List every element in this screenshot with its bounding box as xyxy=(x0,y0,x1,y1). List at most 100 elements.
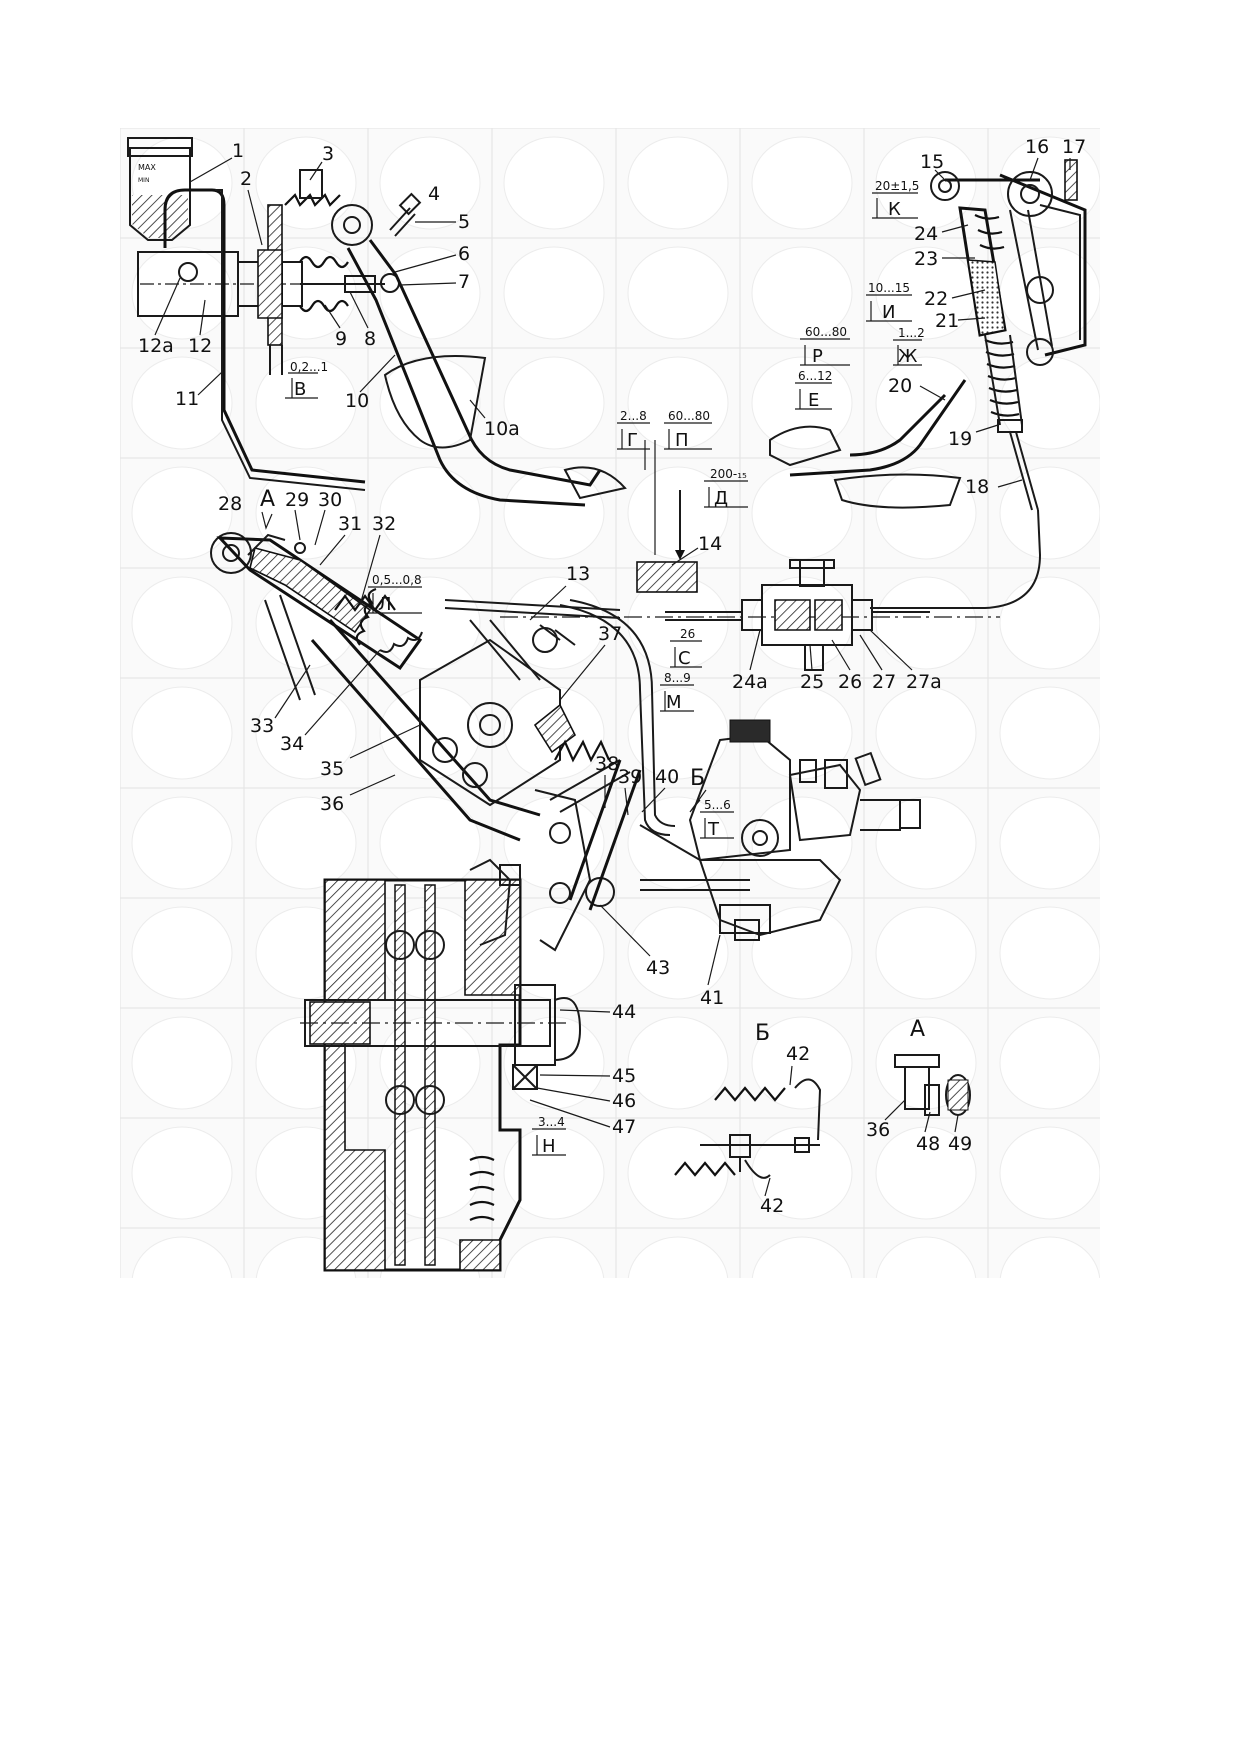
callout: 26 xyxy=(838,671,862,693)
callout: 17 xyxy=(1062,136,1086,158)
dim-T-letter: Т xyxy=(707,819,720,840)
callout: 7 xyxy=(458,271,470,293)
pneumatic-booster-assembly xyxy=(769,159,1087,609)
callout: 18 xyxy=(965,476,989,498)
detail-view-b xyxy=(674,1078,822,1179)
dim-G-letter: Г xyxy=(627,430,638,451)
dim-I-value: 10...15 xyxy=(868,281,910,295)
callout: 40 xyxy=(655,766,679,788)
callout: 4 xyxy=(428,183,440,205)
dim-N-letter: Н xyxy=(542,1136,556,1157)
callouts: 1 2 3 4 5 6 7 8 9 10 10а 11 12 12а 13 14… xyxy=(138,136,1086,1217)
dim-Zh-value: 1...2 xyxy=(898,326,925,340)
slave-cylinder-assembly xyxy=(210,532,701,911)
callout: 38 xyxy=(595,753,619,775)
callout: 24а xyxy=(732,671,768,693)
callout: 30 xyxy=(318,489,342,511)
dim-D-value: 200-₁₅ xyxy=(710,467,747,481)
master-cylinder-assembly: MAX MIN xyxy=(127,137,627,507)
callout: 47 xyxy=(612,1116,636,1138)
callout: 44 xyxy=(612,1001,636,1023)
background-grid xyxy=(120,128,1100,1278)
callout: 21 xyxy=(935,310,959,332)
dim-R-value: 60...80 xyxy=(805,325,847,339)
dim-S-value: 26 xyxy=(680,627,695,641)
callout: 46 xyxy=(612,1090,636,1112)
callout: 9 xyxy=(335,328,347,350)
callout: 36 xyxy=(866,1119,890,1141)
callout: 37 xyxy=(598,623,622,645)
callout: 19 xyxy=(948,428,972,450)
dim-I-letter: И xyxy=(882,302,895,323)
callout: 31 xyxy=(338,513,362,535)
dim-B-value: 0,2...1 xyxy=(290,360,328,374)
callout: 16 xyxy=(1025,136,1049,158)
callout: 43 xyxy=(646,957,670,979)
callout: 15 xyxy=(920,151,944,173)
callout: 20 xyxy=(888,375,912,397)
callout: 25 xyxy=(800,671,824,693)
callout: 10 xyxy=(345,390,369,412)
view-letter-b-main: Б xyxy=(690,766,705,791)
callout: 10а xyxy=(484,418,520,440)
callout: 2 xyxy=(240,168,252,190)
callout: 48 xyxy=(916,1133,940,1155)
callout: 35 xyxy=(320,758,344,780)
dim-P-letter: П xyxy=(675,430,689,451)
callout: 32 xyxy=(372,513,396,535)
dim-Zh-letter: Ж xyxy=(898,346,918,367)
view-letter-b-detail: Б xyxy=(755,1021,770,1046)
callout: 33 xyxy=(250,715,274,737)
callout: 49 xyxy=(948,1133,972,1155)
pedal-stop xyxy=(636,440,698,593)
pressure-regulator xyxy=(640,719,921,941)
callout: 14 xyxy=(698,533,722,555)
dim-M-letter: М xyxy=(666,692,682,713)
callout: 29 xyxy=(285,489,309,511)
callout: 12 xyxy=(188,335,212,357)
view-letters: А Б Б А xyxy=(260,487,925,1046)
clutch-housing xyxy=(300,789,592,1272)
dim-R-letter: Р xyxy=(812,346,823,367)
dim-D-letter: Д xyxy=(714,488,728,509)
dim-N-value: 3...4 xyxy=(538,1115,565,1129)
callout: 1 xyxy=(232,140,244,162)
dim-P-value: 60...80 xyxy=(668,409,710,423)
callout: 28 xyxy=(218,493,242,515)
dim-L-letter: Л xyxy=(378,594,392,615)
callout: 8 xyxy=(364,328,376,350)
callout: 6 xyxy=(458,243,470,265)
dim-E-value: 6...12 xyxy=(798,369,832,383)
callout: 12а xyxy=(138,335,174,357)
callout: 22 xyxy=(924,288,948,310)
callout: 13 xyxy=(566,563,590,585)
dim-G-value: 2...8 xyxy=(620,409,647,423)
callout: 23 xyxy=(914,248,938,270)
callout: 27а xyxy=(906,671,942,693)
callout: 24 xyxy=(914,223,938,245)
dim-K-letter: К xyxy=(888,199,901,220)
callout: 41 xyxy=(700,987,724,1009)
callout: 42 xyxy=(786,1043,810,1065)
view-letter-a-detail: А xyxy=(910,1017,925,1042)
callout: 3 xyxy=(322,143,334,165)
reservoir-max-label: MAX xyxy=(138,163,156,172)
dim-M-value: 8...9 xyxy=(664,671,691,685)
callout: 42 xyxy=(760,1195,784,1217)
dimension-markers: 0,2...1 В 2...8 Г 60...80 П 200-₁₅ Д 6..… xyxy=(285,179,925,1157)
view-letter-a-main: А xyxy=(260,487,275,512)
control-valve xyxy=(500,559,1000,671)
callout: 39 xyxy=(618,766,642,788)
callout: 45 xyxy=(612,1065,636,1087)
reservoir-min-label: MIN xyxy=(138,177,149,184)
dim-B-letter: В xyxy=(294,379,306,400)
dim-T-value: 5...6 xyxy=(704,798,731,812)
callout: 34 xyxy=(280,733,304,755)
callout: 5 xyxy=(458,211,470,233)
callout: 27 xyxy=(872,671,896,693)
callout: 36 xyxy=(320,793,344,815)
dim-E-letter: Е xyxy=(808,390,819,411)
dim-K-value: 20±1,5 xyxy=(875,179,919,193)
